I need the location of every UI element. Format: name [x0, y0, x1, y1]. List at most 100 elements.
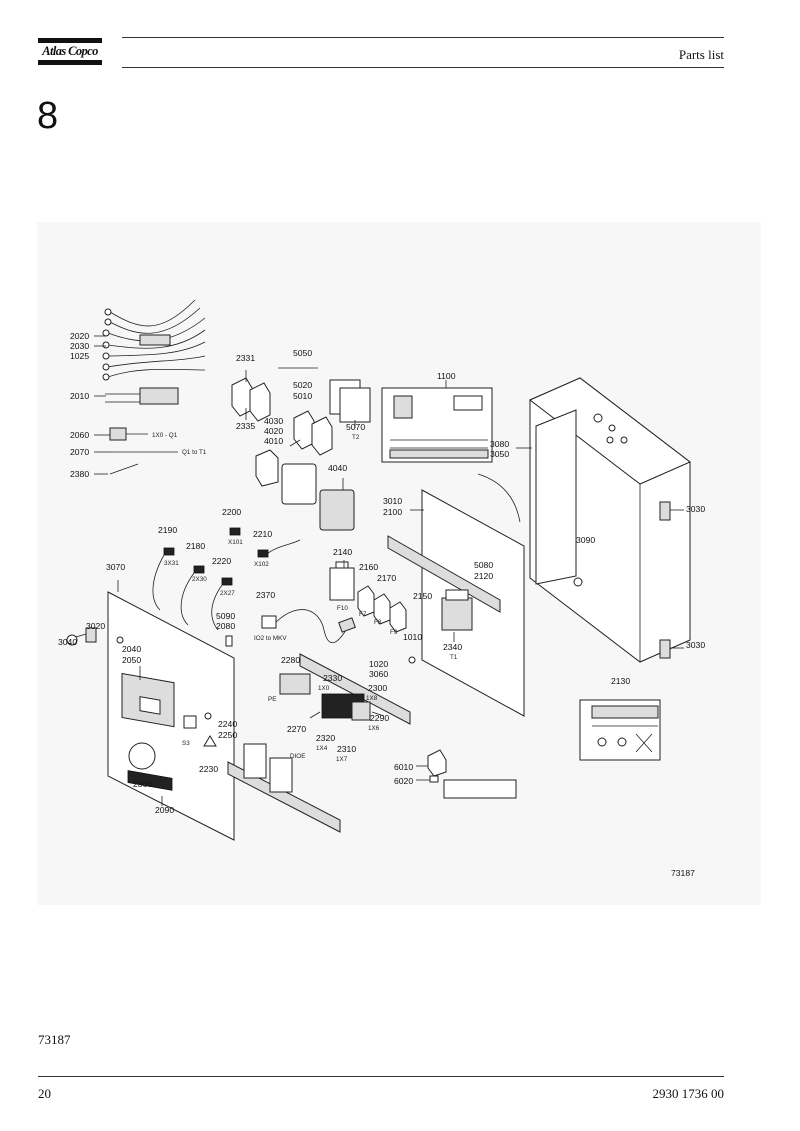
fuses-and-transformer	[329, 560, 473, 664]
relay-modules	[231, 367, 371, 531]
callout-2040: 2040	[122, 644, 141, 654]
callout-2290: 2290	[370, 713, 389, 723]
callout-4040: 4040	[328, 463, 347, 473]
callout-2120: 2120	[474, 571, 493, 581]
callout-5020: 5020	[293, 380, 312, 390]
callout-5070: 5070	[346, 422, 365, 432]
logo-wordmark: Atlas Copco	[42, 44, 98, 58]
label-3x31: 3X31	[164, 560, 179, 567]
label-x102: X102	[254, 561, 269, 568]
label-t1: T1	[450, 654, 458, 661]
label-io2-to-mkv: IO2 to MKV	[254, 635, 287, 642]
callout-2080: 2080	[216, 621, 235, 631]
label-2x30: 2X30	[192, 576, 207, 583]
callout-2090: 2090	[155, 805, 174, 815]
label-1x8: 1X8	[366, 695, 378, 702]
callout-2100: 2100	[383, 507, 402, 517]
label-s3: S3	[182, 740, 190, 747]
callout-2170: 2170	[377, 573, 396, 583]
callout-5080: 5080	[474, 560, 493, 570]
callout-3050: 3050	[490, 449, 509, 459]
mounting-plate	[387, 489, 525, 717]
callout-2380: 2380	[70, 469, 89, 479]
callout-3070: 3070	[106, 562, 125, 572]
cable-harness	[94, 299, 206, 475]
document-number: 2930 1736 00	[652, 1086, 725, 1101]
callout-2140: 2140	[333, 547, 352, 557]
callout-3010: 3010	[383, 496, 402, 506]
callout-2360: 2360	[133, 779, 152, 789]
label-1x0-q1: 1X0 - Q1	[152, 432, 178, 439]
label-x101: X101	[228, 539, 243, 546]
callout-6020: 6020	[394, 776, 413, 786]
callout-2190: 2190	[158, 525, 177, 535]
callout-2210: 2210	[253, 529, 272, 539]
callout-labels: 2020 2030 1025 2010 2060 2070 2380 1X0 -…	[58, 331, 705, 878]
label-2x27: 2X27	[220, 590, 235, 597]
callout-1010: 1010	[403, 632, 422, 642]
callout-2050: 2050	[122, 655, 141, 665]
callout-3020: 3020	[86, 621, 105, 631]
callout-4010: 4010	[264, 436, 283, 446]
callout-2010: 2010	[70, 391, 89, 401]
footer-rule	[38, 1076, 724, 1077]
callout-1025: 1025	[70, 351, 89, 361]
label-1x6: 1X6	[368, 725, 380, 732]
callout-5090: 5090	[216, 611, 235, 621]
callout-2030: 2030	[70, 341, 89, 351]
label-q1-to-t1: Q1 to T1	[182, 449, 207, 456]
callout-2310: 2310	[337, 744, 356, 754]
label-f7: F7	[359, 611, 367, 618]
callout-2220: 2220	[212, 556, 231, 566]
callout-2335: 2335	[236, 421, 255, 431]
label-sheet	[579, 699, 661, 761]
callout-1100: 1100	[437, 371, 456, 381]
callout-2250: 2250	[218, 730, 237, 740]
section-number: 8	[37, 95, 59, 137]
callout-2330: 2330	[323, 673, 342, 683]
label-f8: F8	[374, 619, 382, 626]
label-f10: F10	[337, 605, 348, 612]
callout-2020: 2020	[70, 331, 89, 341]
callout-2180: 2180	[186, 541, 205, 551]
header-rule-top	[122, 37, 724, 38]
callout-2320: 2320	[316, 733, 335, 743]
header-rule-bottom	[122, 67, 724, 68]
callout-2130: 2130	[611, 676, 630, 686]
page-title: Parts list	[678, 47, 724, 62]
callout-3030-bottom: 3030	[686, 640, 705, 650]
callout-2230: 2230	[199, 764, 218, 774]
drawing-reference: 73187	[671, 868, 695, 878]
small-connectors	[152, 527, 301, 647]
callout-2200: 2200	[222, 507, 241, 517]
callout-4020: 4020	[264, 426, 283, 436]
callout-2160: 2160	[359, 562, 378, 572]
callout-2240: 2240	[218, 719, 237, 729]
label-f9: F9	[390, 629, 398, 636]
controller-board	[381, 380, 493, 463]
logo-bottom-bar	[38, 60, 102, 65]
callout-2270: 2270	[287, 724, 306, 734]
callout-3090: 3090	[576, 535, 595, 545]
page-number: 20	[38, 1086, 51, 1101]
label-dioe: DIOE	[290, 753, 305, 760]
callout-2340: 2340	[443, 642, 462, 652]
callout-2280: 2280	[281, 655, 300, 665]
callout-2331: 2331	[236, 353, 255, 363]
mkv-cable	[261, 609, 356, 644]
callout-6010: 6010	[394, 762, 413, 772]
callout-2150: 2150	[413, 591, 432, 601]
callout-2060: 2060	[70, 430, 89, 440]
callout-1020: 1020	[369, 659, 388, 669]
callout-3040: 3040	[58, 637, 77, 647]
enclosure-box	[477, 377, 691, 663]
front-door-panel	[65, 580, 235, 841]
callout-5050: 5050	[293, 348, 312, 358]
label-pe: PE	[268, 696, 276, 703]
label-t2: T2	[352, 434, 360, 441]
label-1x7: 1X7	[336, 756, 348, 763]
callout-2070: 2070	[70, 447, 89, 457]
label-1x0: 1X0	[318, 685, 330, 692]
spare-parts-6010-6020	[416, 749, 517, 799]
